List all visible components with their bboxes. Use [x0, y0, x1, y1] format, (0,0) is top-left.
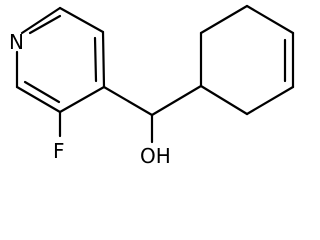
- hydroxyl-label: OH: [140, 144, 171, 168]
- bond-r2-r3: [199, 4, 249, 35]
- bond-c3-c4-inner: [93, 36, 98, 83]
- bond-c3-c4: [101, 30, 106, 89]
- bond-c4-c5: [58, 85, 106, 114]
- bond-n-c2-inner: [28, 14, 62, 35]
- pyridine-ring: [15, 6, 106, 114]
- molecule-structure: N F OH: [9, 4, 295, 168]
- bond-n-c2: [20, 6, 62, 35]
- bond-c5-c6-inner: [23, 80, 61, 104]
- bond-c5-c6: [15, 85, 62, 114]
- bond-r6-r1: [199, 84, 249, 116]
- bond-carbinol-cyclohexenyl: [150, 84, 203, 117]
- bond-c2-c3: [58, 6, 105, 34]
- bond-r5-r6: [245, 85, 295, 116]
- bond-r3-r4: [245, 4, 295, 35]
- bond-c4-carbinol: [102, 85, 154, 117]
- nitrogen-label: N: [9, 30, 24, 54]
- cyclohexene-ring: [199, 4, 295, 116]
- fluorine-label: F: [53, 139, 65, 163]
